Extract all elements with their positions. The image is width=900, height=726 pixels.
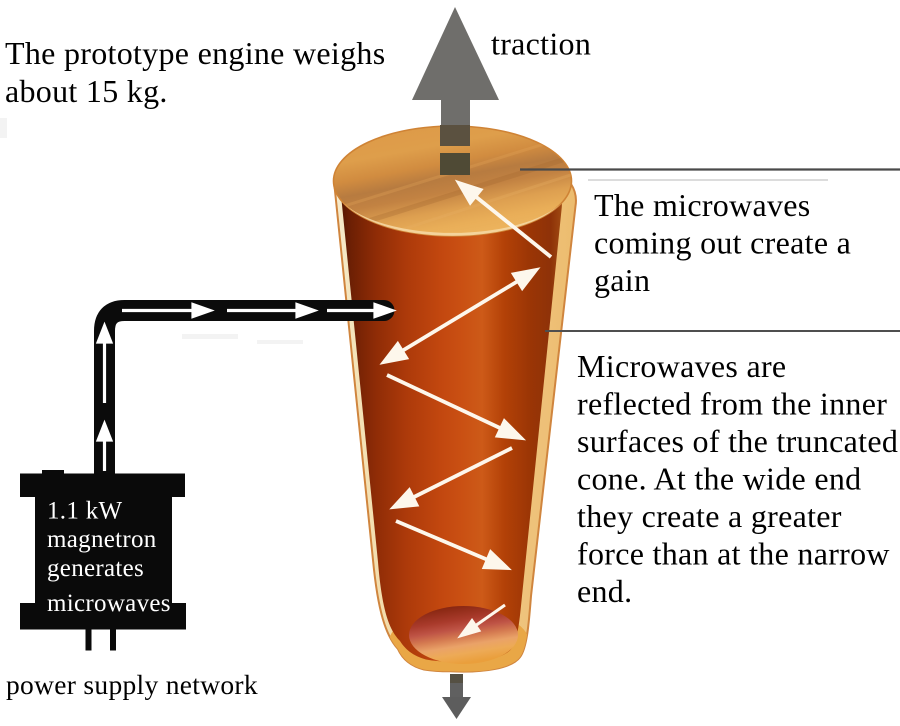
svg-text:The microwaves: The microwaves [594, 187, 811, 223]
svg-text:The prototype engine weighs: The prototype engine weighs [5, 35, 385, 71]
svg-text:cone. At the wide end: cone. At the wide end [577, 461, 861, 497]
svg-text:power supply network: power supply network [6, 669, 258, 700]
svg-text:generates: generates [47, 555, 144, 582]
svg-text:end.: end. [577, 573, 632, 609]
svg-text:about 15 kg.: about 15 kg. [5, 73, 168, 109]
svg-text:1.1 kW: 1.1 kW [47, 498, 122, 525]
svg-text:coming out create a: coming out create a [594, 225, 851, 261]
svg-text:Microwaves are: Microwaves are [577, 348, 786, 384]
svg-text:surfaces of the truncated: surfaces of the truncated [577, 423, 898, 459]
svg-text:microwaves: microwaves [47, 590, 171, 617]
svg-text:gain: gain [594, 262, 650, 298]
svg-text:they create a greater: they create a greater [577, 498, 842, 534]
svg-text:force than at the narrow: force than at the narrow [577, 536, 890, 572]
svg-text:magnetron: magnetron [47, 526, 157, 553]
svg-text:traction: traction [491, 26, 591, 62]
svg-text:reflected from the inner: reflected from the inner [577, 386, 887, 422]
